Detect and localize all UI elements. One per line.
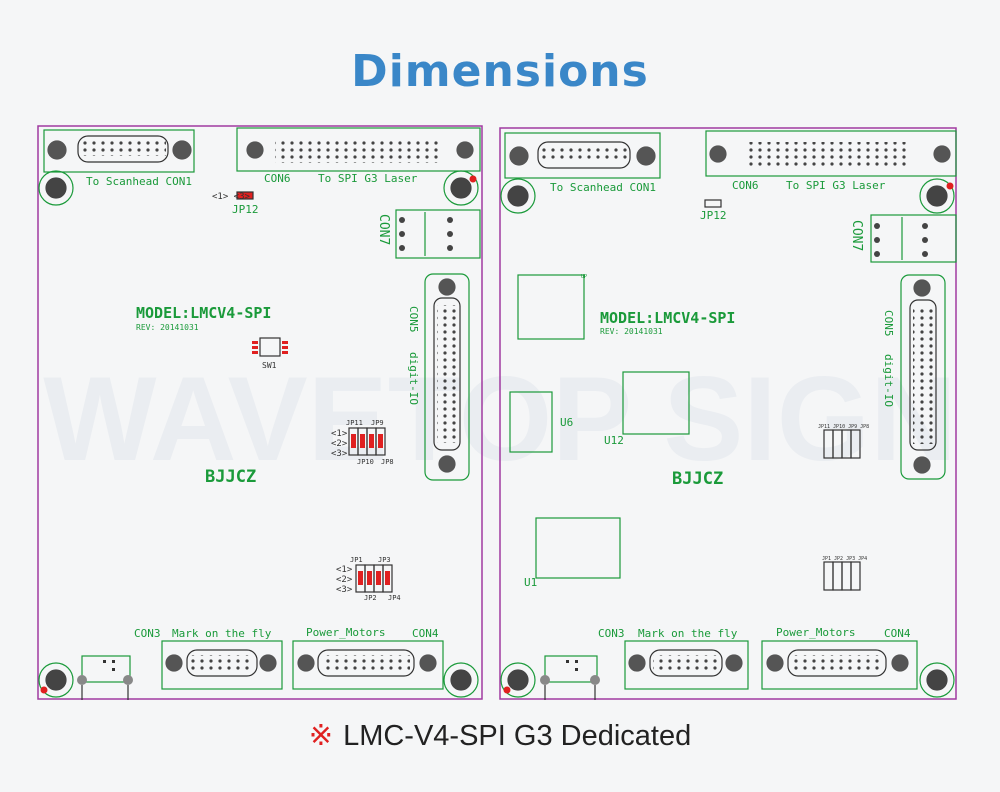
label-con3: CON3 (134, 627, 161, 640)
label-brand-r: BJJCZ (672, 469, 723, 489)
label-pin1: <1> (331, 429, 348, 439)
label-jp8: JP8 (381, 458, 394, 466)
label-sw1: SW1 (262, 361, 277, 370)
chip-u6 (509, 391, 553, 453)
label-mark-fly: Mark on the fly (172, 627, 272, 640)
label-pin1b: <1> (336, 565, 353, 575)
label-jp10: JP10 (357, 458, 374, 466)
label-con5: CON5 (407, 306, 420, 333)
label-jp-top: JP11 JP10 JP9 JP8 (818, 424, 869, 430)
caption-text: LMC-V4-SPI G3 Dedicated (343, 720, 692, 752)
label-digit-r: digit-IO (882, 354, 895, 407)
label-con4: CON4 (412, 627, 439, 640)
con7-connector (395, 209, 481, 259)
label-u12: U12 (604, 434, 624, 447)
page-title: Dimensions (351, 46, 649, 97)
label-u6: U6 (560, 416, 573, 429)
label-jp12: JP12 (232, 203, 259, 216)
label-con5-r: CON5 (882, 310, 895, 337)
label-power-motors: Power_Motors (306, 626, 385, 639)
label-pin3b: <3> (336, 585, 353, 595)
label-rev: REV: 20141031 (136, 323, 199, 332)
con3-connector (161, 640, 283, 690)
board-right (499, 127, 957, 700)
label-con4-r: CON4 (884, 627, 911, 640)
label-jp12-pins: <1> <3> (212, 192, 251, 202)
label-con6: CON6 (264, 172, 291, 185)
board-outline-right (499, 127, 957, 700)
label-model: MODEL:LMCV4-SPI (136, 304, 271, 322)
label-up: UP (581, 274, 587, 280)
con5-connector (424, 273, 470, 481)
label-con6-r: CON6 (732, 179, 759, 192)
label-u1: U1 (524, 576, 537, 589)
board-left-labels: To Scanhead CON1 CON6 To SPI G3 Laser <1… (86, 172, 439, 640)
label-spi: To SPI G3 Laser (318, 172, 418, 185)
label-jp3: JP3 (378, 556, 391, 564)
label-scanhead-r: To Scanhead CON1 (550, 181, 656, 194)
label-con3-r: CON3 (598, 627, 625, 640)
board-left (37, 125, 483, 700)
con1-connector (43, 129, 195, 173)
label-con7-r: CON7 (849, 220, 864, 251)
board-right-labels: To Scanhead CON1 CON6 To SPI G3 Laser JP… (524, 179, 911, 640)
chip-up (517, 274, 585, 340)
label-spi-r: To SPI G3 Laser (786, 179, 886, 192)
label-jp9: JP9 (371, 419, 384, 427)
caption: ※ LMC-V4-SPI G3 Dedicated (0, 718, 1000, 753)
label-pin3: <3> (331, 449, 348, 459)
label-rev-r: REV: 20141031 (600, 327, 663, 336)
label-jp4: JP4 (388, 594, 401, 602)
chip-u1 (535, 517, 621, 579)
label-jp1: JP1 (350, 556, 363, 564)
con4-connector (292, 640, 444, 690)
chip-u12 (622, 371, 690, 435)
con6-connector (236, 127, 481, 172)
label-pin2: <2> (331, 439, 348, 449)
label-mark-fly-r: Mark on the fly (638, 627, 738, 640)
label-model-r: MODEL:LMCV4-SPI (600, 309, 735, 327)
label-pin2b: <2> (336, 575, 353, 585)
label-jp2: JP2 (364, 594, 377, 602)
label-power-motors-r: Power_Motors (776, 626, 855, 639)
label-jp-bottom: JP1 JP2 JP3 JP4 (822, 556, 867, 562)
board-outline (37, 125, 483, 700)
caption-mark: ※ (308, 720, 334, 752)
label-scanhead: To Scanhead CON1 (86, 175, 192, 188)
label-con7: CON7 (376, 214, 391, 245)
label-digit: digit-IO (407, 352, 420, 405)
label-jp12-r: JP12 (700, 209, 727, 222)
label-brand: BJJCZ (205, 467, 256, 487)
label-jp11: JP11 (346, 419, 363, 427)
